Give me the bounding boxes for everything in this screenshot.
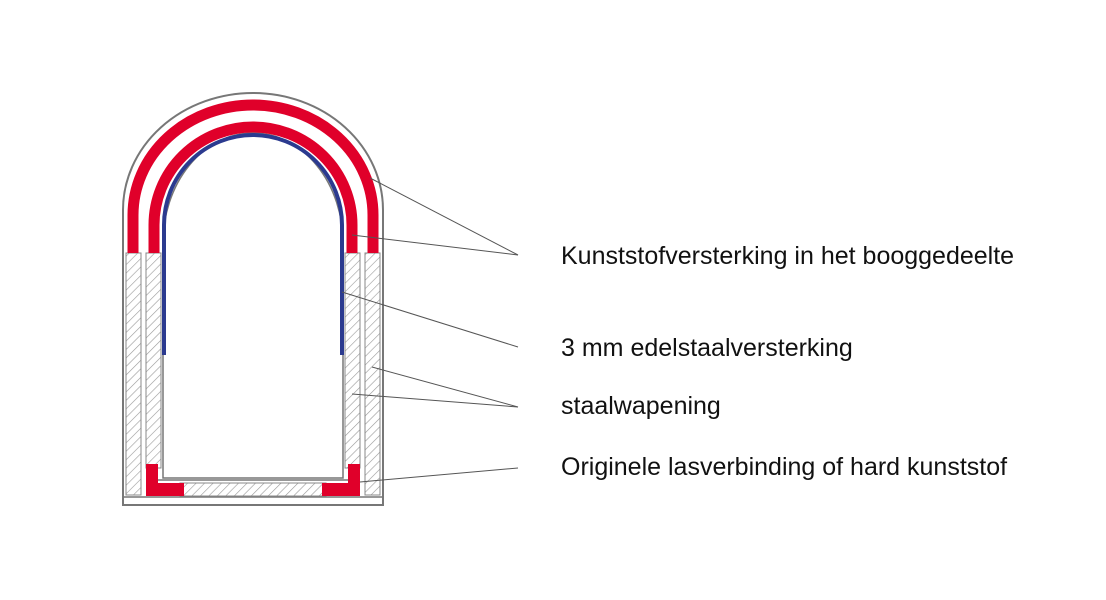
leader-lines [341,177,519,483]
leader-wapening-inner [351,393,519,408]
wapening-bottom [179,482,327,497]
leader-steel [341,291,519,348]
red-arc-outer [127,99,379,253]
stainless-steel-reinforcement [162,133,344,355]
outer-frame [122,92,384,506]
weld-corners [146,464,360,496]
wapening-right-inner [344,252,361,469]
wapening-right-outer [364,252,381,496]
label-stainless-steel: 3 mm edelstaalversterking [561,334,853,362]
label-steel-wapening: staalwapening [561,392,721,420]
label-weld: Originele lasverbinding of hard kunststo… [561,453,1008,481]
leader-weld [359,467,519,483]
inner-opening-outline [162,132,344,479]
outer-frame-outline [122,92,384,506]
label-plastic-reinforcement: Kunststofversterking in het booggedeelte [561,242,1015,270]
leader-wapening-outer [371,366,519,408]
wapening-left-inner [145,252,162,469]
steel-wapening [125,252,381,497]
weld-right [322,464,360,496]
leader-red-inner [351,234,519,256]
plastic-reinforcement [127,99,379,253]
red-arc-inner [148,121,358,253]
weld-left [146,464,184,496]
leader-red-outer [369,177,519,256]
wapening-left-outer [125,252,142,496]
